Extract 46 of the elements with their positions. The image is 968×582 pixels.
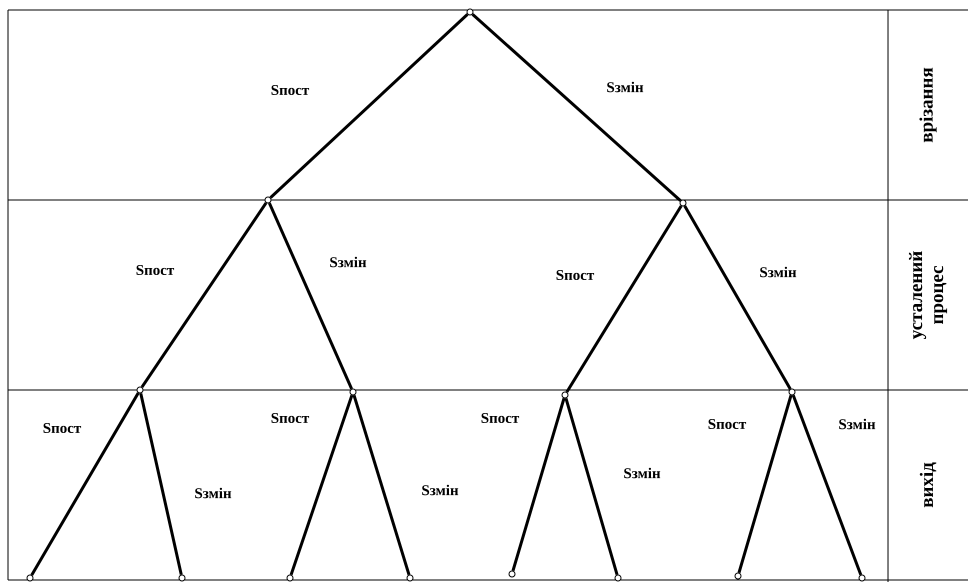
edge-label: Sзмін — [193, 486, 233, 500]
tree-node — [136, 386, 144, 394]
tree-branch — [139, 393, 183, 575]
edge-label: Sпост — [270, 412, 310, 424]
tree-branch — [30, 392, 140, 576]
edge-label: Sпост — [42, 422, 82, 434]
edge-label: Sзмін — [328, 256, 368, 268]
tree-node — [680, 200, 686, 206]
tree-branch — [564, 398, 618, 576]
tree-branch — [270, 13, 468, 199]
row-label: врізання — [919, 68, 937, 142]
row-label: усталений процес — [908, 251, 948, 340]
tree-node — [788, 388, 796, 396]
tree-branch — [352, 394, 410, 576]
edge-label: Sзмін — [420, 484, 460, 496]
edge-label: Sпост — [706, 418, 748, 430]
tree-branch — [140, 202, 268, 388]
tree-node — [466, 8, 474, 16]
edge-label: Sзмін — [758, 266, 798, 278]
tree-branch — [738, 394, 792, 574]
tree-node — [562, 392, 568, 398]
tree-node — [508, 570, 516, 578]
edge-label: Sзмін — [605, 80, 645, 94]
tree-branch — [268, 202, 353, 390]
tree-node — [286, 574, 294, 582]
tree-node — [858, 574, 866, 582]
edge-label: Sзмін — [837, 418, 877, 430]
tree-node — [614, 574, 622, 582]
edge-label: Sпост — [134, 264, 176, 276]
tree-branch — [566, 205, 682, 393]
tree-branch — [512, 398, 566, 572]
tree-branch — [290, 394, 354, 576]
tree-node — [350, 388, 356, 396]
tree-branch — [792, 394, 862, 576]
tree-node — [406, 574, 414, 582]
edge-label: Sпост — [554, 268, 596, 282]
edge-label: Sпост — [270, 84, 310, 96]
tree-branch — [683, 205, 792, 390]
edge-label: Sпост — [480, 412, 520, 424]
tree-node — [734, 572, 742, 580]
tree-node — [264, 196, 272, 204]
tree-node — [178, 574, 186, 582]
edge-label: Sзмін — [622, 466, 662, 480]
tree-branch — [472, 13, 682, 202]
row-label: вихід — [920, 462, 936, 508]
tree-node — [26, 574, 34, 582]
